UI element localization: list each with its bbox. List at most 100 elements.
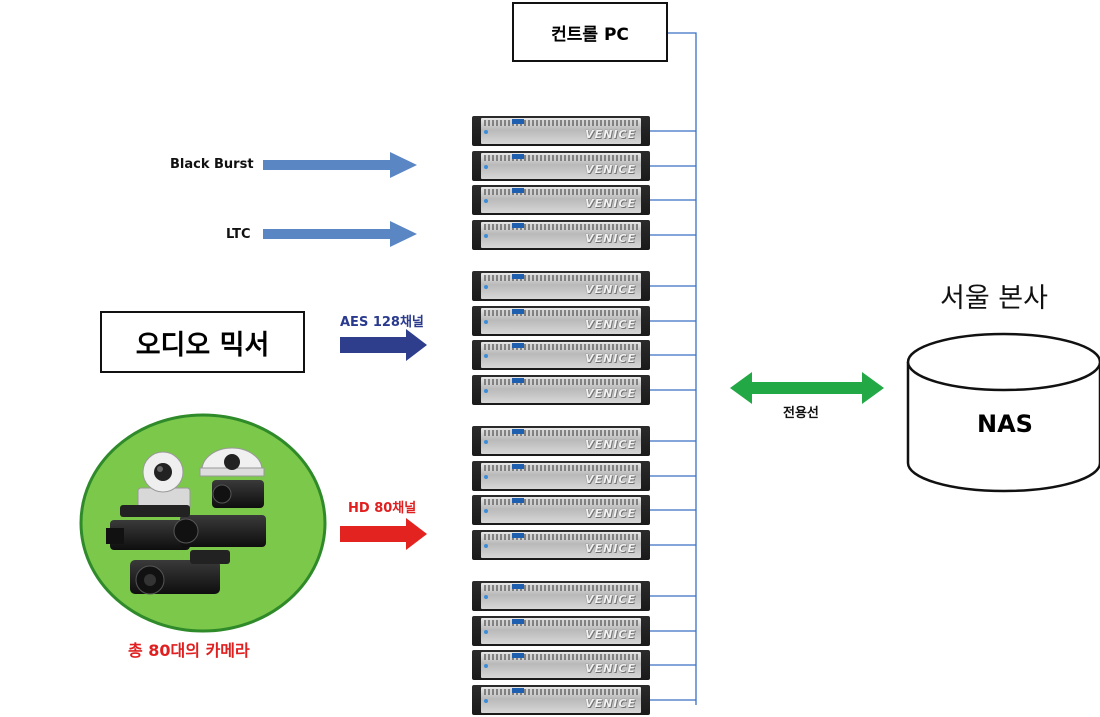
ltc-label: LTC	[226, 227, 251, 242]
server-led	[484, 354, 488, 358]
audio-mixer-label: 오디오 믹서	[135, 329, 270, 361]
server-display	[512, 154, 524, 159]
server-vent	[484, 224, 638, 230]
server-brand-logo: VENICE	[585, 662, 636, 675]
server-led	[484, 389, 488, 393]
ltc-arrow	[263, 221, 417, 247]
server-brand-logo: VENICE	[585, 163, 636, 176]
server-led	[484, 509, 488, 513]
server-vent	[484, 620, 638, 626]
server-display	[512, 464, 524, 469]
server-unit: VENICE	[472, 616, 650, 646]
server-vent	[484, 379, 638, 385]
server-display	[512, 688, 524, 693]
server-display	[512, 584, 524, 589]
hd-arrow	[340, 518, 427, 550]
control-pc-box: 컨트롤 PC	[512, 2, 668, 62]
server-brand-logo: VENICE	[585, 507, 636, 520]
server-display	[512, 309, 524, 314]
server-brand-logo: VENICE	[585, 628, 636, 641]
server-led	[484, 320, 488, 324]
server-unit: VENICE	[472, 220, 650, 250]
server-display	[512, 498, 524, 503]
server-led	[484, 630, 488, 634]
server-display	[512, 188, 524, 193]
server-vent	[484, 120, 638, 126]
server-led	[484, 544, 488, 548]
server-unit: VENICE	[472, 306, 650, 336]
server-vent	[484, 344, 638, 350]
aes-arrow	[340, 329, 427, 361]
hd-label: HD 80채널	[348, 501, 417, 516]
server-vent	[484, 275, 638, 281]
server-led	[484, 440, 488, 444]
camera-illustration	[106, 447, 266, 595]
server-led	[484, 234, 488, 238]
server-unit: VENICE	[472, 495, 650, 525]
server-display	[512, 274, 524, 279]
aes-label: AES 128채널	[340, 315, 424, 330]
server-unit: VENICE	[472, 650, 650, 680]
dedicated-line-arrow	[730, 372, 884, 404]
server-led	[484, 165, 488, 169]
server-vent	[484, 430, 638, 436]
server-led	[484, 130, 488, 134]
server-unit: VENICE	[472, 581, 650, 611]
server-vent	[484, 465, 638, 471]
server-vent	[484, 585, 638, 591]
server-display	[512, 619, 524, 624]
server-led	[484, 699, 488, 703]
server-vent	[484, 689, 638, 695]
control-connector	[668, 32, 697, 705]
server-display	[512, 378, 524, 383]
server-vent	[484, 534, 638, 540]
server-brand-logo: VENICE	[585, 387, 636, 400]
server-led	[484, 199, 488, 203]
server-brand-logo: VENICE	[585, 473, 636, 486]
server-brand-logo: VENICE	[585, 318, 636, 331]
server-brand-logo: VENICE	[585, 542, 636, 555]
server-vent	[484, 155, 638, 161]
server-vent	[484, 189, 638, 195]
server-brand-logo: VENICE	[585, 232, 636, 245]
server-led	[484, 595, 488, 599]
server-led	[484, 285, 488, 289]
server-display	[512, 119, 524, 124]
server-led	[484, 475, 488, 479]
server-display	[512, 429, 524, 434]
server-vent	[484, 310, 638, 316]
server-unit: VENICE	[472, 685, 650, 715]
nas-cylinder	[906, 332, 1100, 493]
server-unit: VENICE	[472, 461, 650, 491]
server-brand-logo: VENICE	[585, 197, 636, 210]
control-pc-label: 컨트롤 PC	[551, 24, 629, 45]
server-display	[512, 223, 524, 228]
camera-count-label: 총 80대의 카메라	[128, 641, 250, 660]
server-unit: VENICE	[472, 271, 650, 301]
server-brand-logo: VENICE	[585, 283, 636, 296]
server-brand-logo: VENICE	[585, 593, 636, 606]
server-vent	[484, 654, 638, 660]
black-burst-label: Black Burst	[170, 157, 254, 172]
server-brand-logo: VENICE	[585, 352, 636, 365]
server-unit: VENICE	[472, 426, 650, 456]
server-unit: VENICE	[472, 340, 650, 370]
server-brand-logo: VENICE	[585, 697, 636, 710]
server-unit: VENICE	[472, 185, 650, 215]
server-brand-logo: VENICE	[585, 128, 636, 141]
black-burst-arrow	[263, 152, 417, 178]
server-display	[512, 343, 524, 348]
server-vent	[484, 499, 638, 505]
headquarters-title: 서울 본사	[940, 283, 1048, 314]
nas-label: NAS	[977, 410, 1033, 438]
server-unit: VENICE	[472, 151, 650, 181]
server-display	[512, 653, 524, 658]
server-unit: VENICE	[472, 530, 650, 560]
server-led	[484, 664, 488, 668]
server-unit: VENICE	[472, 116, 650, 146]
server-branch-lines	[650, 130, 696, 701]
server-brand-logo: VENICE	[585, 438, 636, 451]
server-display	[512, 533, 524, 538]
server-unit: VENICE	[472, 375, 650, 405]
